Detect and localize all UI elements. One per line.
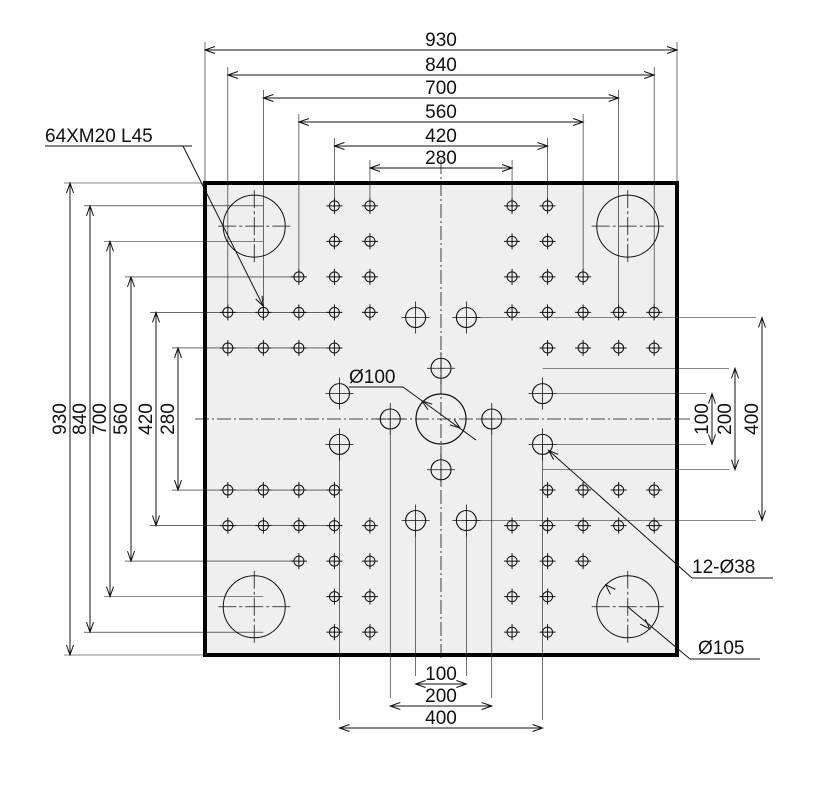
tapped-callout-leader: [182, 145, 264, 307]
dim-left-420: 420: [136, 403, 157, 435]
dim-right-200-arrow: [731, 459, 739, 472]
dim-top-700: 700: [425, 78, 457, 99]
tapped-callout-arrow: [255, 295, 265, 308]
corner-callout-arrow: [640, 619, 651, 630]
dim-bottom-200-arrow: [481, 702, 494, 710]
dim-right-400-arrow: [758, 510, 766, 523]
callout-corner-holes: Ø105: [698, 638, 744, 659]
dim-bottom-400: 400: [425, 708, 457, 729]
ejector-callout-leader: [548, 450, 693, 579]
dim-bottom-100: 100: [425, 664, 457, 685]
dim-right-200-arrow: [731, 366, 739, 379]
center-hole: [415, 393, 467, 445]
dim-right-100-arrow: [708, 434, 716, 446]
dim-left-280: 280: [158, 403, 179, 435]
center-callout-arrow: [420, 400, 433, 411]
dim-bottom-100-arrow: [456, 680, 468, 688]
callout-center-hole: Ø100: [349, 367, 395, 388]
dim-right-100-arrow: [708, 392, 716, 404]
dim-top-560: 560: [425, 102, 457, 123]
corner-callout-arrow: [604, 583, 616, 595]
callout-ejector-holes: 12-Ø38: [692, 557, 755, 578]
ejector-callout-arrow: [547, 449, 559, 460]
callout-tapped-holes: 64XM20 L45: [45, 126, 153, 147]
dim-bottom-200: 200: [425, 686, 457, 707]
dim-right-400: 400: [742, 403, 763, 435]
dim-top-420: 420: [425, 126, 457, 147]
dim-left-560: 560: [111, 403, 132, 435]
dim-top-280: 280: [425, 148, 457, 169]
dim-bottom-400-arrow: [532, 724, 545, 732]
dim-bottom-400-arrow: [337, 724, 350, 732]
center-callout-arrow: [449, 418, 462, 429]
dim-bottom-100-arrow: [414, 680, 426, 688]
dim-left-700: 700: [90, 403, 111, 435]
dim-right-100: 100: [692, 403, 713, 435]
dim-bottom-200-arrow: [388, 702, 401, 710]
dim-right-400-arrow: [758, 315, 766, 328]
center-callout-leader: [402, 386, 477, 441]
dim-top-840: 840: [425, 55, 457, 76]
dim-top-930: 930: [425, 30, 457, 51]
corner-callout-leader: [627, 606, 691, 660]
dim-right-200: 200: [715, 403, 736, 435]
dim-left-840: 840: [70, 403, 91, 435]
dim-left-930: 930: [50, 403, 71, 435]
